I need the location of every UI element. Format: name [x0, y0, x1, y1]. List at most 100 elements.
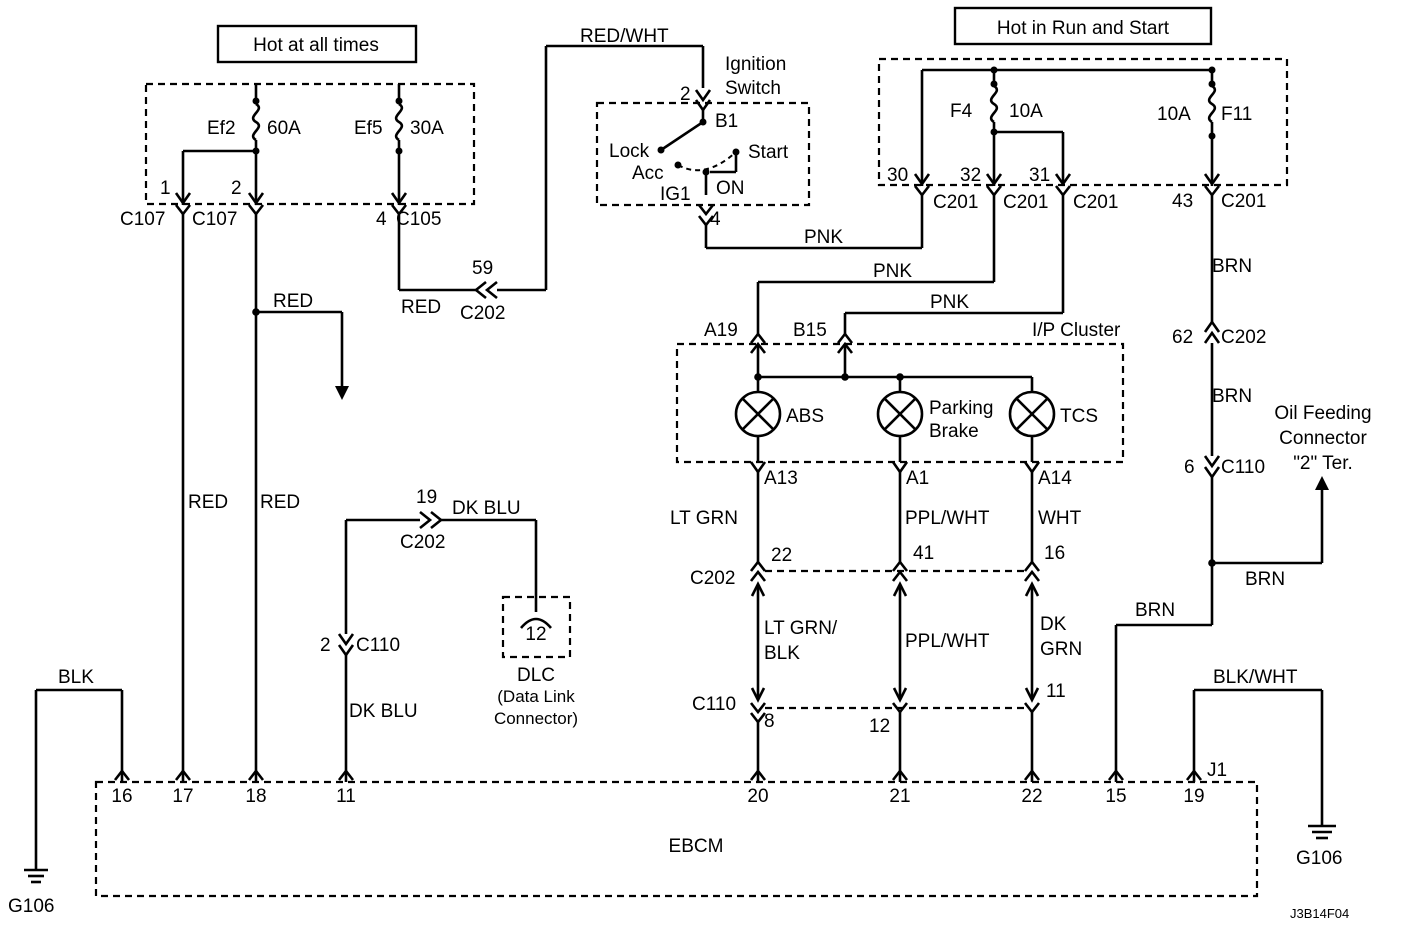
c110-8-pin: 8: [764, 711, 775, 732]
ebcm-j1-label: J1: [1207, 760, 1227, 781]
fuse-ef5-symbol: [394, 102, 404, 142]
ground-left-label: G106: [8, 896, 54, 917]
dlc-terminal-icon: [520, 617, 552, 629]
ignition-title-1: Ignition: [725, 54, 786, 75]
wire-blk-label: BLK: [58, 667, 94, 688]
ebcm-pin-terminal: [113, 768, 131, 781]
ebcm-pin-label: 18: [245, 786, 266, 807]
wire-wht-label: WHT: [1038, 508, 1082, 529]
wire-brn-3-label: BRN: [1245, 569, 1285, 590]
wire-lt-grn-label: LT GRN: [670, 508, 738, 529]
wire-blk-wht-label: BLK/WHT: [1213, 667, 1298, 688]
cluster-a13: A13: [764, 468, 798, 489]
fuse-f4-symbol: [989, 84, 999, 124]
wire-dk-blu-1-label: DK BLU: [452, 498, 521, 519]
ebcm-pin-label: 17: [172, 786, 193, 807]
c201-43-label: C201: [1221, 191, 1266, 212]
c107-2-pin: 2: [231, 178, 242, 199]
ebcm-pin-label: 21: [889, 786, 910, 807]
ip-cluster-group: I/P Cluster A19 B15 ABS Parking Brake: [670, 320, 1125, 782]
dlc-label-2: (Data Link: [497, 687, 575, 706]
abs-lamp-label: ABS: [786, 406, 824, 427]
wire-dk-blu-2-label: DK BLU: [349, 701, 418, 722]
wire-lt-grn-blk-2: BLK: [764, 643, 800, 664]
ground-left-group: BLK G106: [8, 667, 124, 917]
hot-all-times-label: Hot at all times: [253, 35, 379, 56]
wire-red-c202-label: RED: [401, 297, 441, 318]
ebcm-pin-terminal: [174, 768, 192, 781]
cluster-a19: A19: [704, 320, 738, 341]
wire-brn-2-label: BRN: [1212, 386, 1252, 407]
c201-43-pin: 43: [1172, 191, 1193, 212]
fuse-f11-rating: 10A: [1157, 104, 1191, 125]
ignition-acc-label: Acc: [632, 163, 664, 184]
wire-brn-4-label: BRN: [1135, 600, 1175, 621]
c202-19-pin: 19: [416, 487, 437, 508]
cluster-a1: A1: [906, 468, 929, 489]
parking-label-2: Brake: [929, 421, 979, 442]
ignition-pin-4: 4: [710, 209, 721, 230]
dlc-pin: 12: [525, 624, 546, 645]
wire-red-17-label: RED: [188, 492, 228, 513]
ignition-lock-label: Lock: [609, 141, 650, 162]
dlc-box: [501, 595, 572, 659]
brn-circuit-group: BRN 62 C202 BRN 6 C110 BRN Oil Feeding C…: [1114, 195, 1372, 782]
c201-30-pin: 30: [887, 165, 908, 186]
c110-2-pin: 2: [320, 635, 331, 656]
c202-41-pin: 41: [913, 543, 934, 564]
wire-dk-grn-2: GRN: [1040, 639, 1082, 660]
hot-run-start-label: Hot in Run and Start: [997, 18, 1170, 39]
ebcm-pin-terminal: [1107, 768, 1125, 781]
wire-red-wht-label: RED/WHT: [580, 26, 669, 47]
hot-all-times-box: [216, 24, 418, 64]
red-continuation-arrow: [335, 386, 349, 400]
ebcm-pin-label: 16: [111, 786, 132, 807]
wire-pnk-3-label: PNK: [930, 292, 969, 313]
fuse-f11-label: F11: [1221, 104, 1252, 125]
fuse-ef5-rating: 30A: [410, 118, 444, 139]
fuse-f4-label: F4: [950, 101, 973, 122]
ebcm-pin-terminal: [1185, 768, 1203, 781]
fuse-block-right: [877, 57, 1289, 187]
fuse-f11-symbol: [1207, 84, 1217, 124]
ignition-start-label: Start: [748, 142, 789, 163]
ground-right-label: G106: [1296, 848, 1342, 869]
figure-id: J3B14F04: [1290, 906, 1349, 921]
wire-ppl-wht-1-label: PPL/WHT: [905, 508, 990, 529]
ebcm-pin-label: 20: [747, 786, 768, 807]
wire-lt-grn-blk-1: LT GRN/: [764, 618, 838, 639]
parking-label-1: Parking: [929, 398, 993, 419]
ebcm-pin-label: 11: [336, 786, 356, 807]
ground-left-icon: [24, 868, 48, 884]
c107-2-label: C107: [192, 209, 237, 230]
ignition-on-label: ON: [716, 178, 745, 199]
c201-30-label: C201: [933, 192, 978, 213]
c201-31-label: C201: [1073, 192, 1118, 213]
ground-right-group: BLK/WHT G106: [1192, 667, 1342, 869]
c202-16-pin: 16: [1044, 543, 1065, 564]
oil-label-1: Oil Feeding: [1274, 403, 1371, 424]
ignition-ig1-label: IG1: [660, 184, 691, 205]
wire-ppl-wht-2-label: PPL/WHT: [905, 631, 990, 652]
fuse-ef2-symbol: [251, 102, 261, 142]
c105-label: C105: [396, 209, 441, 230]
parking-brake-lamp-icon: [876, 390, 924, 438]
dlc-group: 19 DK BLU C202 12 DLC (Data Link Connect…: [320, 487, 578, 782]
tcs-lamp-label: TCS: [1060, 406, 1098, 427]
c201-32-label: C201: [1003, 192, 1048, 213]
cluster-b15: B15: [793, 320, 827, 341]
c202-22-pin: 22: [771, 545, 792, 566]
wire-red-18-label: RED: [260, 492, 300, 513]
abs-lamp-icon: [734, 390, 782, 438]
fuse-f4-rating: 10A: [1009, 101, 1043, 122]
wire-pnk-1-label: PNK: [804, 227, 843, 248]
c202-row-label: C202: [690, 568, 735, 589]
ebcm-pin-label: 19: [1183, 786, 1204, 807]
c110-2-label: C110: [356, 635, 400, 656]
c110-11-pin: 11: [1046, 681, 1066, 702]
ebcm-pin-terminal: [749, 768, 767, 781]
wire-red-splice-label: RED: [273, 291, 313, 312]
